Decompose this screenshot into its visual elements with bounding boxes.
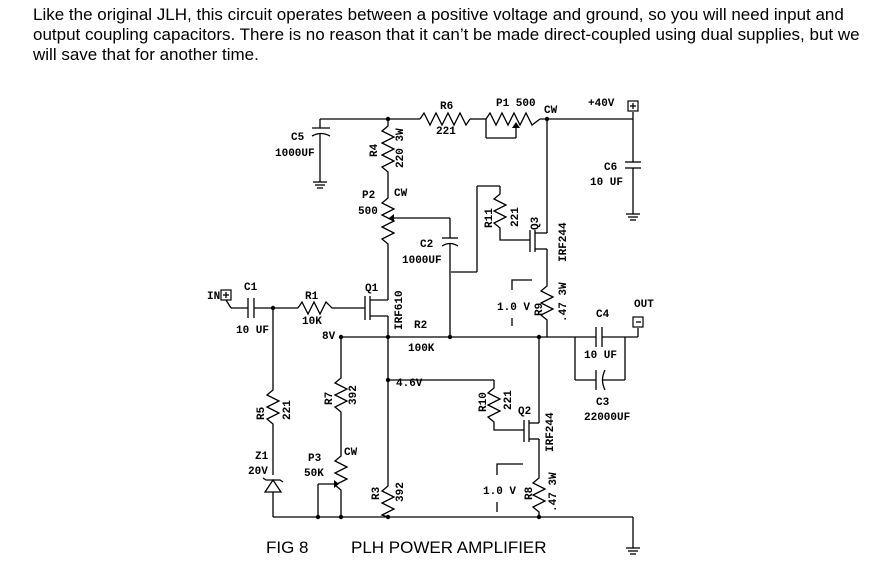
q1-transistor [364, 290, 389, 480]
r4-resistor [380, 119, 396, 192]
label-c2: C2 [420, 239, 433, 251]
label-p1-cw: CW [544, 105, 558, 117]
label-r1: R1 [305, 291, 319, 303]
label-v46: 4.6V [396, 378, 423, 390]
label-r3-val: 392 [395, 482, 407, 502]
label-r10-val: 221 [503, 390, 515, 410]
label-r8: R8 [524, 486, 536, 500]
label-r11-val: 221 [510, 207, 522, 227]
label-q2-type: IRF244 [545, 412, 557, 452]
label-q1: Q1 [365, 283, 379, 295]
q3-driver [451, 119, 548, 278]
label-r3: R3 [371, 486, 383, 500]
label-c5-val: 1000UF [275, 148, 315, 160]
label-r11: R11 [484, 208, 496, 228]
r5-resistor [265, 308, 281, 475]
label-c4: C4 [596, 309, 610, 321]
r3-resistor [380, 480, 396, 518]
label-p3: P3 [308, 453, 322, 465]
label-v8: 8V [322, 331, 336, 343]
label-c1-val: 10 UF [236, 325, 269, 337]
bias-network [317, 334, 391, 517]
label-c5: C5 [291, 132, 305, 144]
label-c3-val: 22000UF [584, 412, 630, 424]
r9-resistor [539, 278, 555, 337]
label-c3: C3 [596, 397, 610, 409]
c2-capacitor [441, 218, 459, 337]
label-z1-val: 20V [248, 466, 268, 478]
vplus-terminal [627, 100, 639, 112]
label-r6: R6 [440, 101, 453, 113]
label-in: IN [207, 291, 220, 303]
label-p3-val: 50K [304, 468, 324, 480]
label-p2: P2 [362, 190, 375, 202]
label-c6: C6 [604, 162, 617, 174]
label-q2: Q2 [518, 406, 531, 418]
label-r9-val: .47 3W [558, 282, 570, 322]
label-r9-v: 1.0 V [497, 302, 530, 314]
label-r2-val: 100K [408, 343, 435, 355]
label-r6-val: 221 [436, 126, 456, 138]
label-out: OUT [634, 299, 654, 311]
p1-pot [485, 111, 541, 127]
label-r2: R2 [414, 320, 427, 332]
p2-pot [380, 192, 396, 290]
label-p1: P1 500 [496, 98, 536, 110]
r6-resistor [419, 111, 471, 127]
intro-paragraph: Like the original JLH, this circuit oper… [33, 5, 860, 64]
label-z1: Z1 [255, 451, 269, 463]
top-rail [320, 112, 634, 139]
label-r4: R4 [369, 143, 381, 157]
label-r9: R9 [534, 303, 546, 316]
figure-title: PLH POWER AMPLIFIER [351, 538, 547, 557]
label-r4-val: 220 3W [395, 128, 407, 168]
c6-capacitor [625, 119, 641, 221]
q2-driver [385, 337, 540, 470]
label-c4-val: 10 UF [584, 350, 617, 362]
label-r7: R7 [324, 392, 336, 405]
label-p3-cw: CW [344, 447, 358, 459]
label-r7-val: 392 [348, 385, 360, 405]
label-q3-type: IRF244 [558, 222, 570, 262]
figure-number: FIG 8 [266, 538, 309, 557]
label-r1-val: 10K [302, 316, 322, 328]
label-r5: R5 [256, 406, 268, 420]
label-c2-val: 1000UF [402, 255, 442, 267]
label-c6-val: 10 UF [590, 177, 623, 189]
label-q3: Q3 [530, 216, 542, 230]
input-network [220, 289, 365, 318]
label-r8-v: 1.0 V [483, 486, 516, 498]
z1-zener [262, 477, 284, 517]
label-r8-val: .47 3W [548, 472, 560, 512]
label-r5-val: 221 [282, 400, 294, 420]
label-c1: C1 [244, 282, 258, 294]
ground-rail [273, 514, 640, 555]
label-p2-val: 500 [358, 206, 378, 218]
c5-capacitor [311, 119, 331, 189]
label-p2-cw: CW [394, 188, 408, 200]
label-vplus: +40V [588, 98, 615, 110]
label-q1-type: IRF610 [394, 290, 406, 330]
output-capacitors [574, 316, 644, 391]
r8-resistor [531, 470, 547, 517]
label-r10: R10 [478, 392, 490, 412]
